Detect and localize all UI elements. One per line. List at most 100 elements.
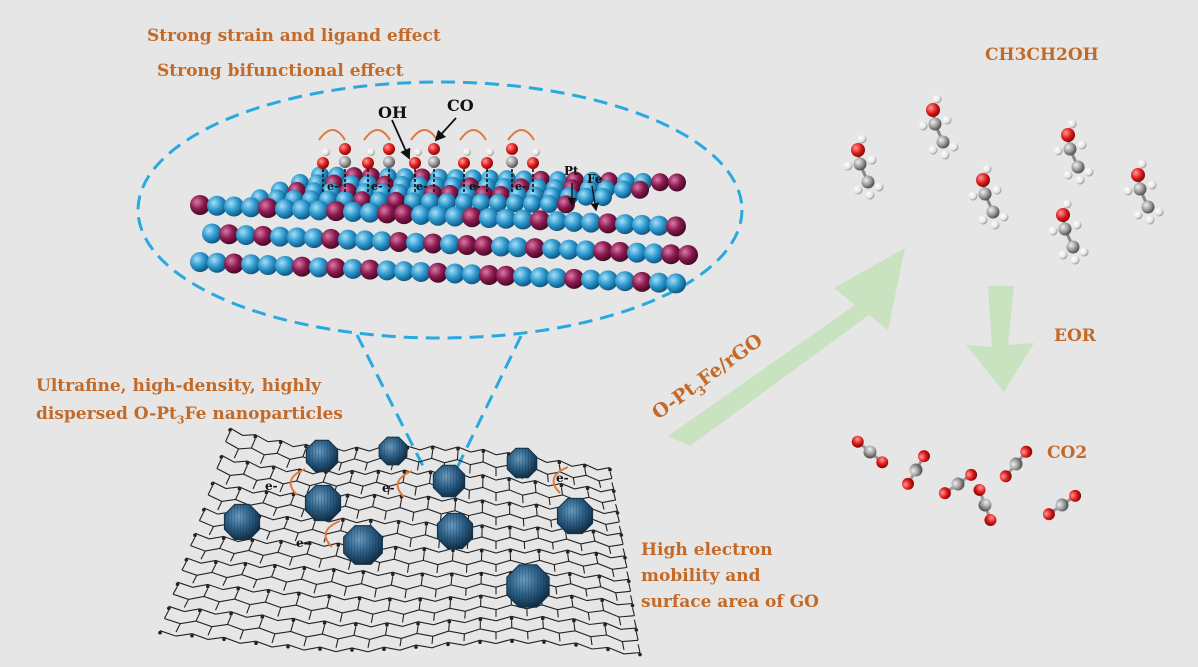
graphene-row [186, 557, 629, 582]
pt-atom [445, 263, 465, 284]
co2-molecule-icon [938, 468, 978, 500]
electron-label: e- [515, 180, 527, 193]
green-arrow-up [668, 248, 905, 446]
graphene-bond [294, 532, 299, 542]
hydrogen-atom [1058, 250, 1068, 260]
graphene-bond [234, 590, 239, 600]
hydrogen-atom [999, 212, 1009, 222]
pt3fe-slab-icon [190, 166, 698, 294]
graphene-bond [335, 546, 339, 556]
oxygen-atom [926, 103, 940, 117]
graphene-bond [360, 574, 364, 584]
hydrogen-atom [1048, 226, 1058, 236]
oxygen-atom [428, 143, 440, 155]
nanoparticle-texture [306, 440, 338, 472]
graphene-bond [326, 598, 330, 608]
graphene-node [608, 467, 612, 472]
go-line1: High electron [641, 540, 773, 560]
hydrogen-atom [414, 148, 422, 156]
graphene-bond [225, 431, 231, 442]
pt-atom [287, 227, 307, 248]
graphene-bond [339, 612, 343, 623]
graphene-bond [553, 564, 556, 572]
oxygen-atom [999, 470, 1012, 483]
graphene-node [369, 519, 373, 523]
graphene-bond [387, 601, 391, 611]
pt-atom [224, 196, 244, 217]
graphene-node [391, 572, 395, 576]
graphene-bond [276, 444, 282, 454]
pt-atom [513, 209, 533, 230]
graphene-bond [347, 560, 352, 570]
pt-atom [577, 187, 595, 206]
graphene-bond [630, 595, 634, 604]
graphene-node [606, 647, 610, 652]
graphene-bond [246, 604, 251, 614]
graphene-bond [252, 480, 258, 490]
graphene-bond [349, 474, 353, 483]
fe-atom [598, 213, 618, 234]
pt-atom [355, 230, 375, 251]
pt-atom [411, 261, 431, 282]
graphene-bond [416, 461, 420, 471]
graphene-node [536, 527, 540, 531]
graphene-row [229, 427, 611, 471]
graphene-bond [367, 639, 371, 648]
pt-atom [594, 188, 612, 207]
graphene-bond [364, 462, 368, 471]
ethanol-molecule-icon [1123, 159, 1164, 225]
pt-atom [241, 254, 261, 275]
graphene-node [478, 617, 483, 622]
graphene-node [297, 592, 301, 596]
graphene-bond [609, 471, 613, 479]
graphene-bond [242, 464, 248, 475]
graphene-node [396, 520, 401, 525]
graphene-bond [605, 524, 608, 532]
carbon-atom [1133, 182, 1147, 196]
graphene-bond [626, 571, 630, 580]
electron-label: e- [469, 180, 481, 193]
graphene-bond [233, 448, 240, 459]
graphene-bond [321, 624, 326, 635]
oxygen-atom [1042, 508, 1055, 521]
graphene-bond [613, 493, 617, 501]
graphene-node [446, 642, 450, 647]
hydrogen-atom [853, 185, 863, 195]
graphene-bond [582, 566, 586, 574]
graphene-bond [565, 532, 568, 540]
graphene-bond [572, 477, 576, 485]
graphene-bond [420, 576, 423, 586]
pt-atom [581, 212, 601, 233]
graphene-bond [262, 494, 268, 504]
pt-atom [564, 211, 584, 232]
oxygen-atom [317, 157, 329, 169]
graphene-bond [183, 599, 189, 608]
graphene-bond [303, 636, 308, 647]
graphene-node [254, 641, 258, 645]
graphene-node [479, 549, 484, 553]
graphene-bond [252, 579, 258, 589]
transfer-arrow [289, 468, 306, 496]
graphene-node [574, 643, 578, 647]
graphene-node [603, 622, 607, 627]
graphene-bond [401, 614, 405, 623]
pt-atom [309, 200, 329, 221]
pt-atom [202, 223, 222, 244]
graphene-node [420, 573, 425, 577]
fe-atom [389, 231, 409, 252]
graphene-bond [384, 626, 388, 636]
graphene-bond [422, 551, 425, 561]
fe-atom [525, 238, 545, 259]
fe-atom [593, 241, 613, 262]
graphene-bond [431, 636, 434, 644]
graphene-bond [569, 576, 572, 584]
pt-atom [542, 238, 562, 259]
graphene-node [372, 494, 377, 499]
graphene-node [219, 455, 224, 459]
graphene-bond [203, 588, 209, 597]
fe-atom [326, 258, 346, 279]
pt-atom [649, 215, 669, 236]
graphene-bond [343, 586, 347, 596]
pt-atom [576, 240, 596, 261]
